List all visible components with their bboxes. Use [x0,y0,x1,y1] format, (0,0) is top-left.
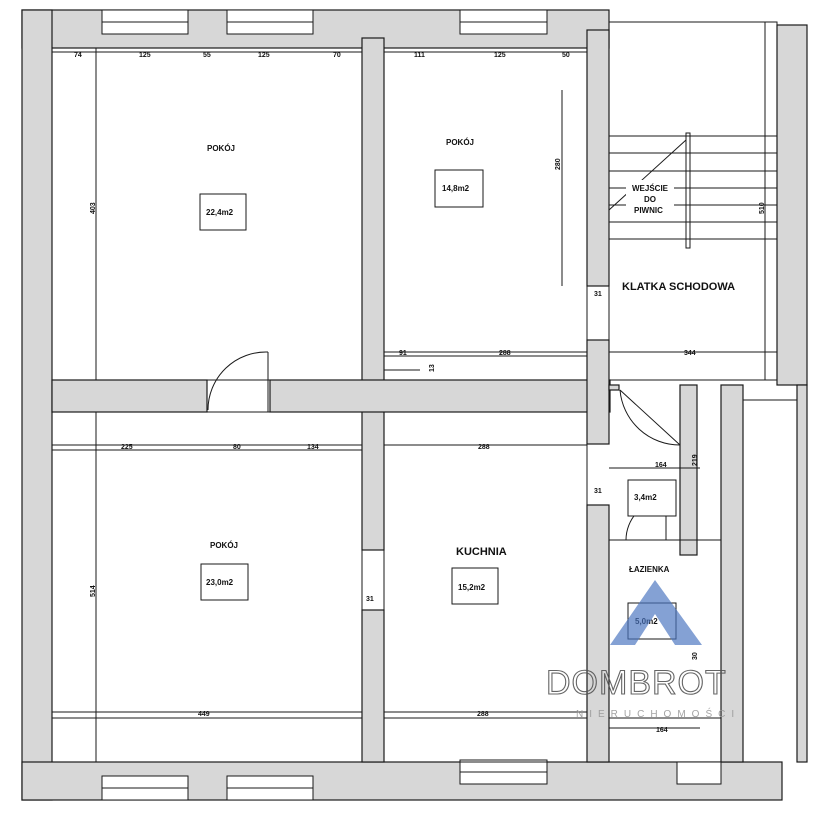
dim-510: 510 [759,202,766,214]
dim-50: 50 [562,52,570,59]
dim-31: 31 [366,596,374,603]
dim-280: 280 [555,158,562,170]
area-pokoj-sw: 23,0m2 [206,578,234,587]
room-label-klatka: KLATKA SCHODOWA [622,281,735,293]
area-pokoj-ne: 14,8m2 [442,184,470,193]
dim-111: 111 [414,52,425,59]
dim-55: 55 [203,52,211,59]
piwnica-line-2: DO [644,195,656,204]
area-box-przedpokoj [627,479,677,517]
dim-288: 288 [499,350,511,357]
room-label-kuchnia: KUCHNIA [456,546,507,558]
logo-sub: NIERUCHOMOŚCI [576,707,740,720]
area-pokoj-nw: 22,4m2 [206,208,234,217]
dim-125: 125 [494,52,506,59]
dim-70: 70 [333,52,341,59]
dim-134: 134 [307,444,319,451]
dim-74: 74 [74,52,82,59]
dimension-lines [52,51,777,729]
piwnica-line-1: WEJŚCIE [632,184,669,193]
staircase [608,132,777,249]
dim-288: 288 [477,711,489,718]
room-label-pokoj-sw: POKÓJ [210,541,238,550]
logo-triangle-icon [610,580,702,645]
interior-walls [51,29,744,763]
dim-403: 403 [90,202,97,214]
area-przedpokoj: 3,4m2 [634,493,657,502]
dim-31: 31 [594,488,602,495]
area-box-pokoj-sw [200,563,249,601]
area-kuchnia: 15,2m2 [458,583,486,592]
dim-31: 31 [594,291,602,298]
dim-30: 30 [692,652,699,660]
windows-bottom [101,759,722,801]
dim-225: 225 [121,444,133,451]
dim-13: 13 [429,364,436,372]
area-box-pokoj-ne [434,169,484,208]
room-label-lazienka: ŁAZIENKA [629,565,670,574]
dim-344: 344 [684,350,696,357]
dim-219: 219 [692,454,699,466]
logo-watermark: DOMBROT NIERUCHOMOŚCI [545,580,740,720]
logo-name: DOMBROT [546,664,727,702]
room-label-pokoj-nw: POKÓJ [207,144,235,153]
room-label-pokoj-ne: POKÓJ [446,138,474,147]
dim-125: 125 [139,52,151,59]
dim-125: 125 [258,52,270,59]
dim-80: 80 [233,444,241,451]
piwnica-line-3: PIWNIC [634,206,663,215]
dim-164: 164 [655,462,667,469]
dim-164: 164 [656,727,668,734]
room-labels: POKÓJ 22,4m2 POKÓJ 14,8m2 POKÓJ 23,0m2 K… [199,138,735,640]
room-outlines [51,21,797,763]
dimension-labels: 74 125 55 125 70 111 125 50 403 280 510 … [74,52,766,734]
dim-514: 514 [90,585,97,597]
dim-449: 449 [198,711,210,718]
area-box-pokoj-nw [199,193,247,231]
dim-288: 288 [478,444,490,451]
windows-top [101,9,548,35]
dim-91: 91 [399,350,407,357]
area-box-kuchnia [451,567,499,605]
